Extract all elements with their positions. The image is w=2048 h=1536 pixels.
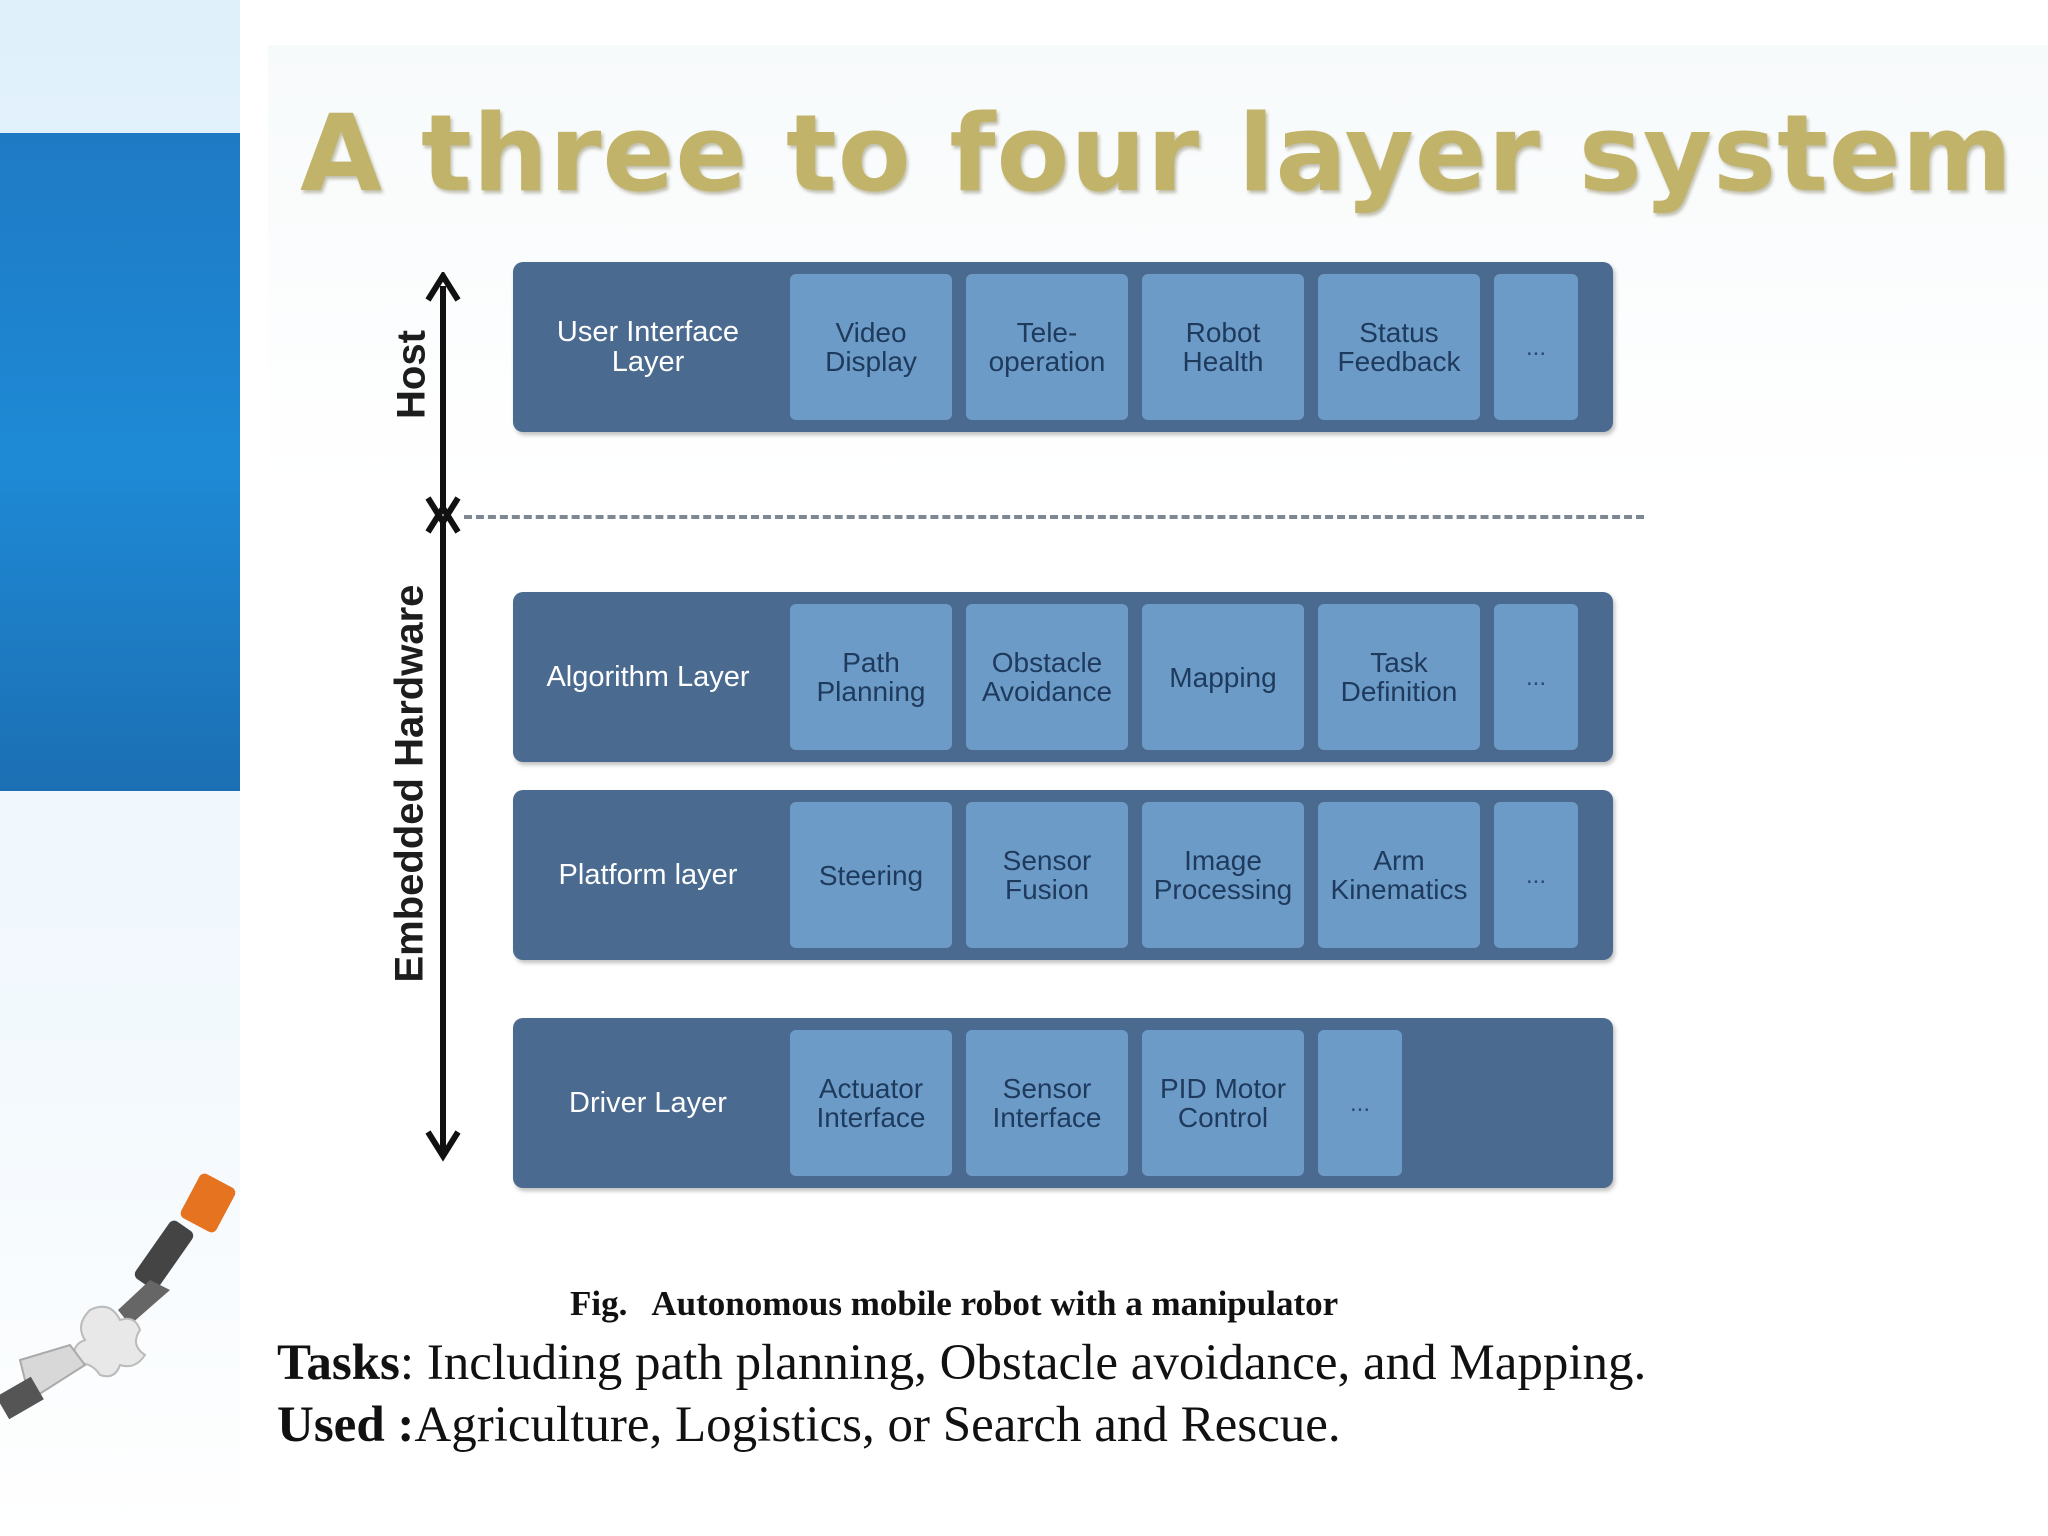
- tasks-line: Tasks: Including path planning, Obstacle…: [277, 1334, 1646, 1392]
- used-line: Used :Agriculture, Logistics, or Search …: [277, 1396, 1341, 1454]
- layer-cell: Path Planning: [790, 604, 952, 750]
- layer-cell: Obstacle Avoidance: [966, 604, 1128, 750]
- caption-text: Autonomous mobile robot with a manipulat…: [651, 1284, 1339, 1323]
- host-axis-label: Host: [389, 330, 434, 419]
- layer-cell: Status Feedback: [1318, 274, 1480, 420]
- used-label: Used :: [277, 1397, 415, 1453]
- layer-cell: Tele-operation: [966, 274, 1128, 420]
- figure-caption: Fig. Autonomous mobile robot with a manip…: [570, 1284, 1338, 1324]
- caption-prefix: Fig.: [570, 1284, 628, 1323]
- host-embedded-divider: [464, 515, 1644, 519]
- layer-label: Platform layer: [558, 859, 738, 891]
- layer-cell: Task Definition: [1318, 604, 1480, 750]
- layer-cell-more: ...: [1494, 274, 1578, 420]
- layer-label: Algorithm Layer: [546, 661, 750, 693]
- layer-cell-more: ...: [1494, 604, 1578, 750]
- layer-cell: PID Motor Control: [1142, 1030, 1304, 1176]
- robot-arm-puzzle-illustration: [0, 1173, 236, 1420]
- layer-cell-more: ...: [1318, 1030, 1402, 1176]
- user-interface-layer: User Interface Layer Video Display Tele-…: [513, 262, 1613, 432]
- layer-label: User Interface Layer: [556, 316, 740, 378]
- layer-cell: Arm Kinematics: [1318, 802, 1480, 948]
- slide-title: A three to four layer system: [300, 92, 2014, 215]
- layer-cell: Robot Health: [1142, 274, 1304, 420]
- layer-cell: Steering: [790, 802, 952, 948]
- algorithm-layer: Algorithm Layer Path Planning Obstacle A…: [513, 592, 1613, 762]
- embedded-axis-label: Embedded Hardware: [387, 584, 432, 983]
- layer-cell: Sensor Interface: [966, 1030, 1128, 1176]
- embedded-axis-line: [440, 520, 446, 1150]
- embedded-axis-arrowheads: [425, 504, 461, 1162]
- host-axis-line: [440, 286, 446, 508]
- tasks-label: Tasks: [277, 1335, 400, 1391]
- layer-cell: Sensor Fusion: [966, 802, 1128, 948]
- blue-decor-panel: [0, 133, 240, 791]
- driver-layer: Driver Layer Actuator Interface Sensor I…: [513, 1018, 1613, 1188]
- layer-cell: Actuator Interface: [790, 1030, 952, 1176]
- layer-cell: Mapping: [1142, 604, 1304, 750]
- platform-layer: Platform layer Steering Sensor Fusion Im…: [513, 790, 1613, 960]
- layer-cell-more: ...: [1494, 802, 1578, 948]
- layer-label: Driver Layer: [569, 1087, 727, 1119]
- layer-cell: Image Processing: [1142, 802, 1304, 948]
- used-text: Agriculture, Logistics, or Search and Re…: [414, 1397, 1341, 1453]
- layer-cell: Video Display: [790, 274, 952, 420]
- tasks-text: : Including path planning, Obstacle avoi…: [399, 1335, 1647, 1391]
